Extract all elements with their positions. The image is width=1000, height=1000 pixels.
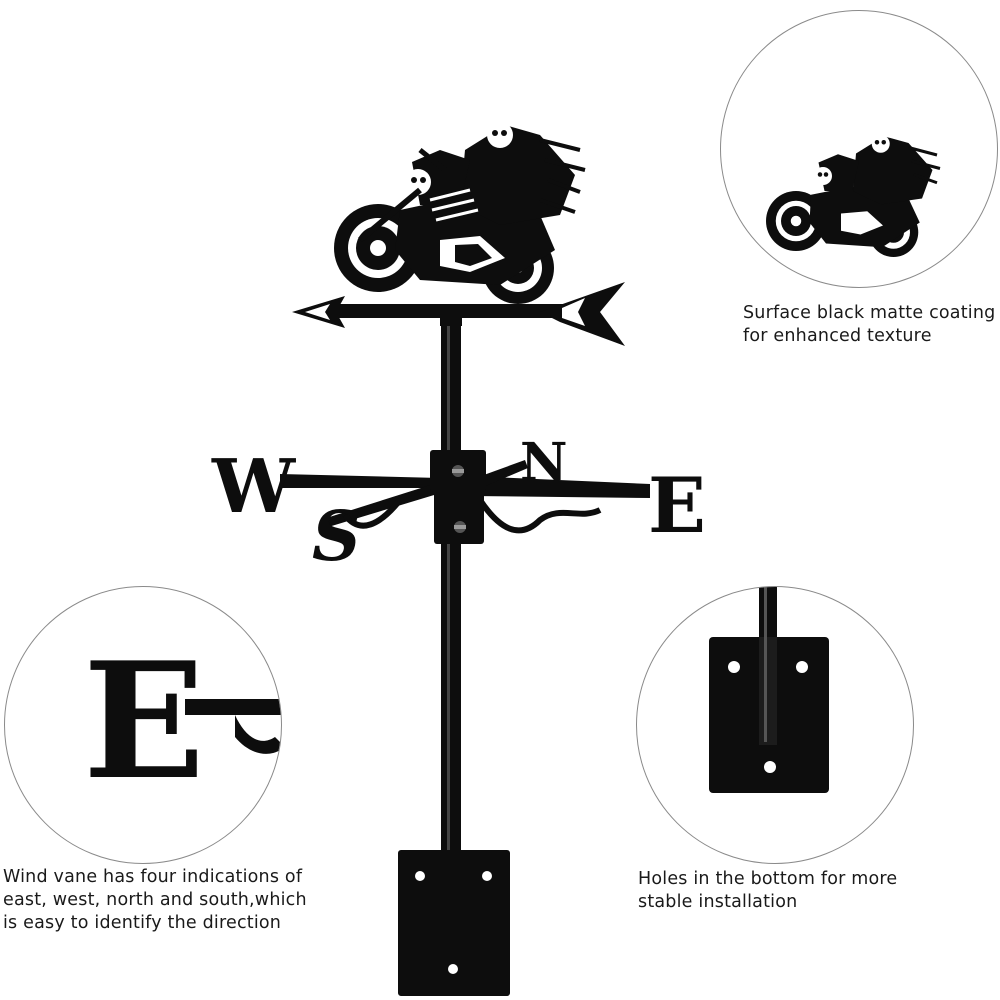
detail-circle-holes bbox=[636, 586, 914, 864]
vane-pole bbox=[441, 322, 461, 862]
mounting-plate-closeup bbox=[709, 587, 829, 793]
skeleton-motorcycle-figure bbox=[334, 122, 586, 304]
letter-east: E bbox=[648, 461, 706, 550]
letter-west: W bbox=[211, 444, 296, 530]
coating-closeup bbox=[766, 134, 941, 257]
detail-circle-coating bbox=[720, 10, 998, 288]
vane-arrow bbox=[292, 282, 625, 346]
detail-circle-letter-e: E bbox=[4, 586, 282, 864]
direction-cross bbox=[280, 450, 650, 544]
letter-south: S bbox=[312, 497, 361, 577]
letter-e-closeup: E bbox=[83, 627, 281, 815]
closeup-letter-e: E bbox=[83, 627, 205, 815]
caption-directions: Wind vane has four indications of east, … bbox=[3, 867, 307, 933]
caption-holes: Holes in the bottom for more stable inst… bbox=[638, 869, 898, 912]
letter-north: N bbox=[520, 432, 568, 493]
caption-coating: Surface black matte coating for enhanced… bbox=[743, 303, 996, 346]
mounting-plate bbox=[398, 850, 510, 996]
